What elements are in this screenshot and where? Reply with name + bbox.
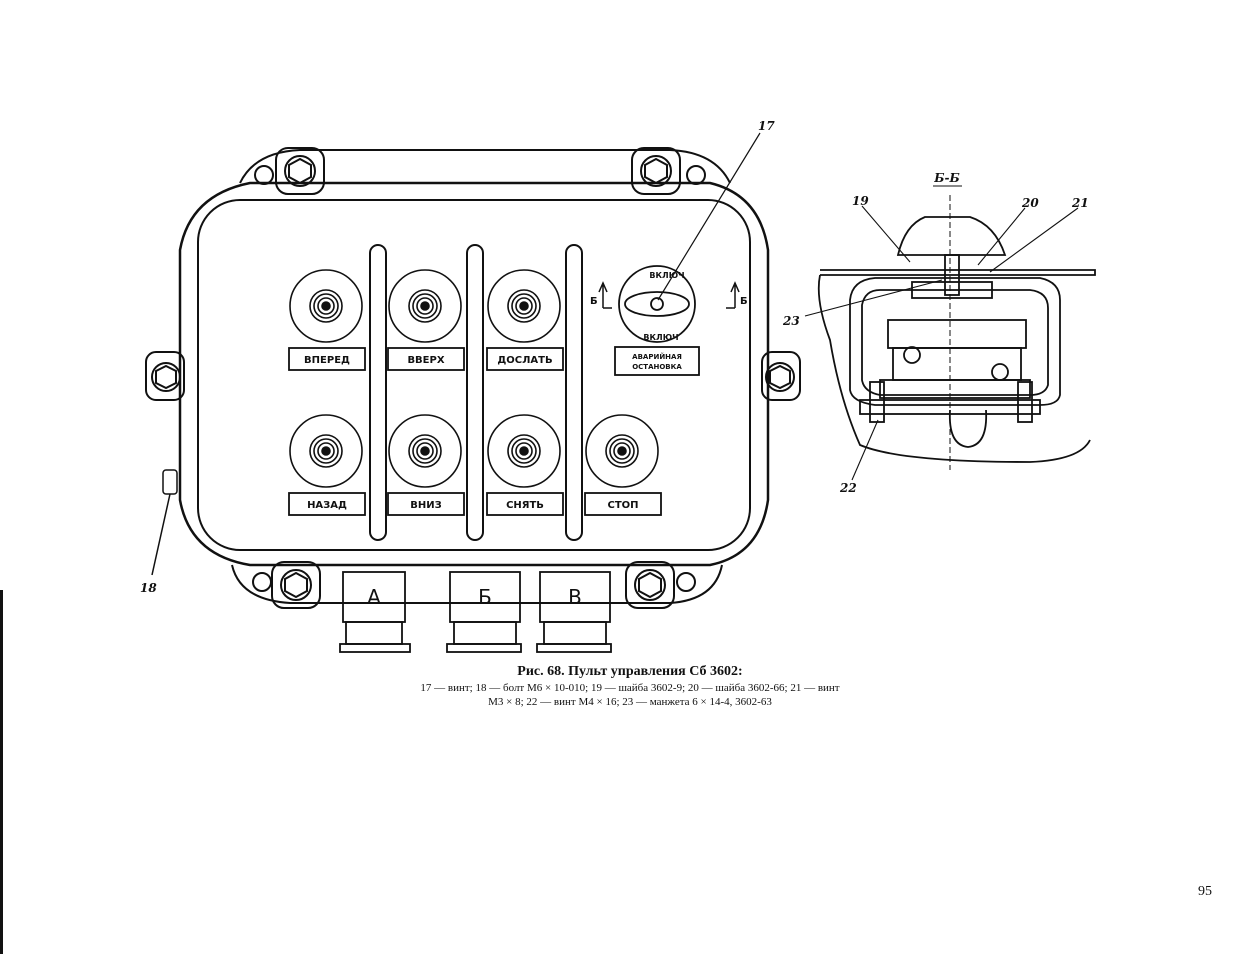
- section-leaders: [804, 205, 1079, 481]
- button-stop: [585, 414, 659, 488]
- plate-down: ВНИЗ: [410, 500, 441, 511]
- section-mark-right: Б: [740, 296, 748, 307]
- corner-bolts: [145, 147, 801, 609]
- section-title: Б-Б: [933, 171, 960, 185]
- plate-emergency-1: АВАРИЙНАЯ: [632, 352, 682, 361]
- caption-line-1: 17 — винт; 18 — болт М6 × 10-010; 19 — ш…: [420, 682, 840, 694]
- callout-21: 21: [1071, 196, 1089, 210]
- push-buttons: [289, 269, 659, 488]
- connector-a: [339, 571, 411, 653]
- section-view: [817, 216, 1096, 463]
- bolt-top-left: [275, 147, 325, 195]
- switch-label-bottom: ВКЛЮЧ: [643, 333, 678, 342]
- button-remove: [487, 414, 561, 488]
- connector-v: [536, 571, 612, 653]
- section-marks: [598, 281, 740, 309]
- page-number: 95: [1198, 884, 1212, 899]
- connector-label-b: Б: [478, 585, 492, 609]
- callout-18: 18: [140, 581, 157, 595]
- button-push: [487, 269, 561, 343]
- figure-caption: Рис. 68. Пульт управления Сб 3602: 17 — …: [300, 664, 960, 708]
- button-up: [388, 269, 462, 343]
- bolt-bottom-left: [271, 561, 321, 609]
- callout-17: 17: [758, 119, 775, 133]
- bolt-top-right: [631, 147, 681, 195]
- bolt-right: [761, 351, 801, 401]
- caption-title: Рис. 68. Пульт управления Сб 3602:: [517, 664, 743, 679]
- bolt-bottom-right: [625, 561, 675, 609]
- label-plates: [288, 346, 700, 516]
- plate-remove: СНЯТЬ: [506, 500, 544, 511]
- switch-label-top: ВКЛЮЧ: [649, 271, 684, 280]
- button-back: [289, 414, 363, 488]
- plate-stop: СТОП: [607, 500, 638, 511]
- callout-19: 19: [852, 194, 869, 208]
- side-bolt: [151, 469, 178, 576]
- connector-b: [446, 571, 522, 653]
- plate-up: ВВЕРХ: [407, 355, 444, 366]
- button-forward: [289, 269, 363, 343]
- section-mark-left: Б: [590, 296, 598, 307]
- connector-label-a: А: [367, 585, 381, 609]
- callout-22: 22: [839, 481, 857, 495]
- plate-emergency-2: ОСТАНОВКА: [632, 363, 682, 371]
- connector-label-v: В: [568, 585, 582, 609]
- callout-20: 20: [1021, 196, 1039, 210]
- button-down: [388, 414, 462, 488]
- plate-back: НАЗАД: [307, 500, 347, 511]
- bolt-left: [145, 351, 185, 401]
- plate-push: ДОСЛАТЬ: [497, 355, 552, 366]
- rotary-switch: [618, 265, 696, 343]
- page-edge-rule: [0, 590, 3, 954]
- separators: [369, 244, 583, 541]
- connectors: [339, 571, 612, 653]
- caption-line-2: М3 × 8; 22 — винт М4 × 16; 23 — манжета …: [488, 696, 772, 708]
- callout-23: 23: [782, 314, 800, 328]
- plate-forward: ВПЕРЕД: [304, 355, 350, 366]
